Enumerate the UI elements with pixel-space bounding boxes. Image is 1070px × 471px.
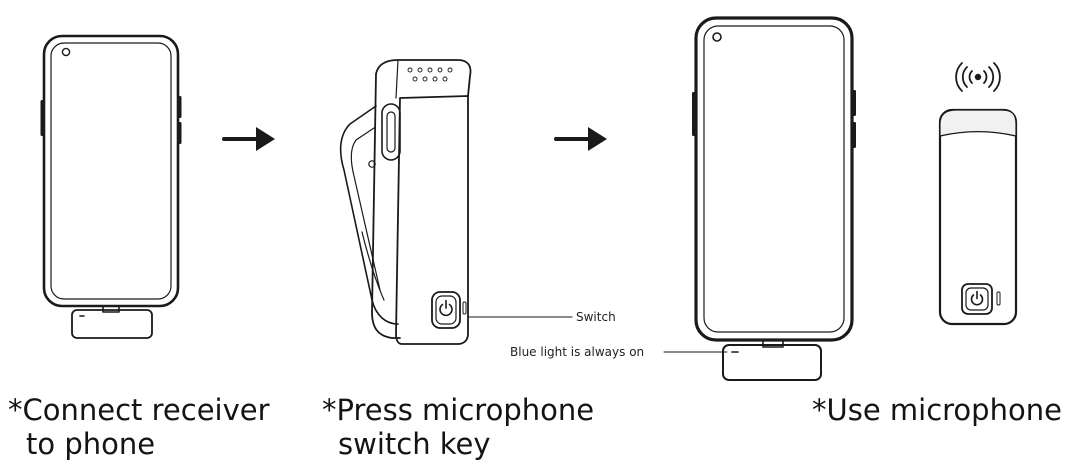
receiver-1 xyxy=(71,309,153,339)
wireless-signal-icon xyxy=(955,62,1001,92)
arrow-right-icon xyxy=(222,127,275,151)
microphone-transmitter xyxy=(339,59,472,345)
step3-caption: *Use microphone xyxy=(812,393,1062,427)
step1-caption-line1: *Connect receiver xyxy=(8,393,270,427)
step1-caption-line2: to phone xyxy=(26,427,156,461)
step2-caption-line1: *Press microphone xyxy=(322,393,595,427)
power-icon xyxy=(439,299,453,317)
blue-light-label: Blue light is always on xyxy=(510,345,645,359)
phone-2 xyxy=(692,16,856,348)
step2-caption-line2: switch key xyxy=(338,427,491,461)
power-icon xyxy=(970,290,984,306)
receiver-2 xyxy=(722,344,822,381)
switch-label: Switch xyxy=(576,310,616,324)
phone-1 xyxy=(40,34,182,313)
arrow-right-icon xyxy=(554,127,607,151)
microphone-front xyxy=(938,108,1018,326)
